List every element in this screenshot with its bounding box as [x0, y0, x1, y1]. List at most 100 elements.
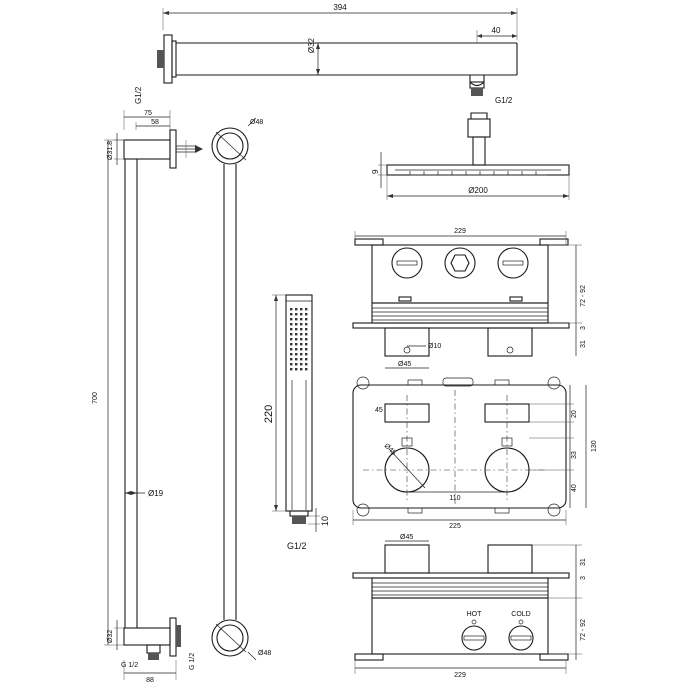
nozzle-dot: [300, 333, 303, 336]
box-bottom-plate-dim: 3: [580, 576, 587, 580]
rail-length-dim: 700: [92, 392, 99, 404]
box-bottom-width-dim: 229: [454, 672, 466, 679]
nozzle-dot: [290, 328, 293, 331]
front-width-dim: 225: [449, 523, 461, 530]
nozzle-dot: [295, 323, 298, 326]
nozzle-dot: [295, 313, 298, 316]
nozzle-dot: [300, 323, 303, 326]
nozzle-dot: [295, 363, 298, 366]
nozzle-dot: [305, 308, 308, 311]
nozzle-dot: [305, 368, 308, 371]
knob-hole-dim: Ø10: [428, 343, 441, 350]
nozzle-dot: [295, 328, 298, 331]
arm-outlet-thread: G1/2: [495, 96, 513, 105]
hot-label: HOT: [467, 611, 483, 618]
nozzle-dot: [290, 313, 293, 316]
nozzle-dot: [290, 338, 293, 341]
nozzle-dot: [300, 338, 303, 341]
rail-tube-dia-dim: Ø19: [148, 489, 164, 498]
rail-base-width-dim: 88: [146, 677, 154, 684]
nozzle-dot: [305, 313, 308, 316]
nozzle-dot: [300, 358, 303, 361]
arm-end-offset-dim: 40: [492, 26, 501, 35]
rail-bottom-thread-left: G 1/2: [121, 662, 138, 669]
nozzle-dot: [305, 363, 308, 366]
ring-bottom-dim: Ø48: [258, 650, 271, 657]
front-top-offset-dim: 20: [571, 410, 578, 418]
bracket-depth-dim: 58: [151, 119, 159, 126]
nozzle-dot: [295, 338, 298, 341]
knob-dia-dim-top: Ø45: [398, 361, 411, 368]
nozzle-dot: [300, 318, 303, 321]
nozzle-grid: [290, 308, 308, 371]
bracket-dia-dim: Ø31.8: [107, 141, 114, 160]
box-top-depth-dim: 72 - 92: [580, 285, 587, 307]
front-knob-dia-dim: Ø45: [383, 442, 397, 456]
box-bottom-depth-dim: 72 - 92: [580, 619, 587, 641]
nozzle-dot: [300, 328, 303, 331]
front-low-offset-dim: 40: [571, 484, 578, 492]
mixer-front-plate: 45 Ø45 110 20 33 40 130 225: [352, 376, 598, 530]
nozzle-dot: [295, 343, 298, 346]
nozzle-dot: [290, 318, 293, 321]
ring-top-dim: Ø48: [250, 119, 263, 126]
head-height-dim: 9: [371, 169, 380, 174]
nozzle-dot: [305, 358, 308, 361]
nozzle-dot: [290, 363, 293, 366]
bracket-width-dim: 75: [144, 110, 152, 117]
nozzle-dot: [290, 323, 293, 326]
front-spacing-dim: 110: [449, 495, 460, 502]
nozzle-dot: [290, 333, 293, 336]
arm-wall-thread: G1/2: [134, 86, 143, 104]
nozzle-dot: [305, 353, 308, 356]
slide-rail-side: 75 58 Ø31.8 Ø19 700 Ø32 G: [92, 110, 203, 684]
mixer-box-bottom: Ø45 HOT COLD 31 3 72 - 92 229: [352, 534, 587, 679]
front-mid-offset-dim: 33: [571, 451, 578, 459]
head-diameter-dim: Ø200: [468, 186, 488, 195]
nozzle-dot: [295, 333, 298, 336]
nozzle-dot: [300, 363, 303, 366]
nozzle-dot: [305, 328, 308, 331]
nozzle-dot: [300, 313, 303, 316]
nozzle-dot: [290, 348, 293, 351]
shower-head: 9 Ø200: [371, 112, 570, 200]
nozzle-dot: [305, 318, 308, 321]
box-bottom-knob-depth-dim: 31: [580, 558, 587, 566]
nozzle-dot: [305, 348, 308, 351]
shower-arm: 394 Ø32 40 G1/2 G1/2: [134, 3, 518, 105]
nozzle-dot: [300, 308, 303, 311]
knob-dia-dim-bottom: Ø45: [400, 534, 413, 541]
box-top-plate-dim: 3: [580, 326, 587, 330]
mixer-box-top: 229 Ø10 Ø45 72 - 92 3 31: [352, 228, 587, 369]
hand-shower-thread: G1/2: [287, 541, 307, 551]
box-top-knob-depth-dim: 31: [580, 340, 587, 348]
nozzle-dot: [295, 353, 298, 356]
nozzle-dot: [290, 358, 293, 361]
hand-shower: 220 10 G1/2: [263, 294, 330, 551]
nozzle-dot: [295, 368, 298, 371]
cold-label: COLD: [511, 611, 530, 618]
front-height-dim: 130: [591, 440, 598, 452]
nozzle-dot: [305, 343, 308, 346]
box-top-width-dim: 229: [454, 228, 466, 235]
nozzle-dot: [295, 358, 298, 361]
nozzle-dot: [300, 353, 303, 356]
nozzle-dot: [290, 368, 293, 371]
nozzle-dot: [300, 343, 303, 346]
nozzle-dot: [290, 308, 293, 311]
nozzle-dot: [295, 318, 298, 321]
elbow-dia-dim: Ø32: [107, 630, 114, 643]
nozzle-dot: [290, 343, 293, 346]
hand-shower-nozzle-dim: 10: [320, 516, 330, 526]
nozzle-dot: [295, 348, 298, 351]
nozzle-dot: [300, 368, 303, 371]
slide-rail-front: Ø48 Ø48: [211, 117, 271, 661]
nozzle-dot: [300, 348, 303, 351]
hand-shower-length-dim: 220: [263, 405, 275, 423]
arm-diameter-dim: Ø32: [307, 37, 316, 53]
front-knob-size-dim: 45: [375, 407, 383, 414]
nozzle-dot: [305, 333, 308, 336]
nozzle-dot: [305, 338, 308, 341]
rail-bottom-thread-right: G 1/2: [189, 653, 196, 670]
